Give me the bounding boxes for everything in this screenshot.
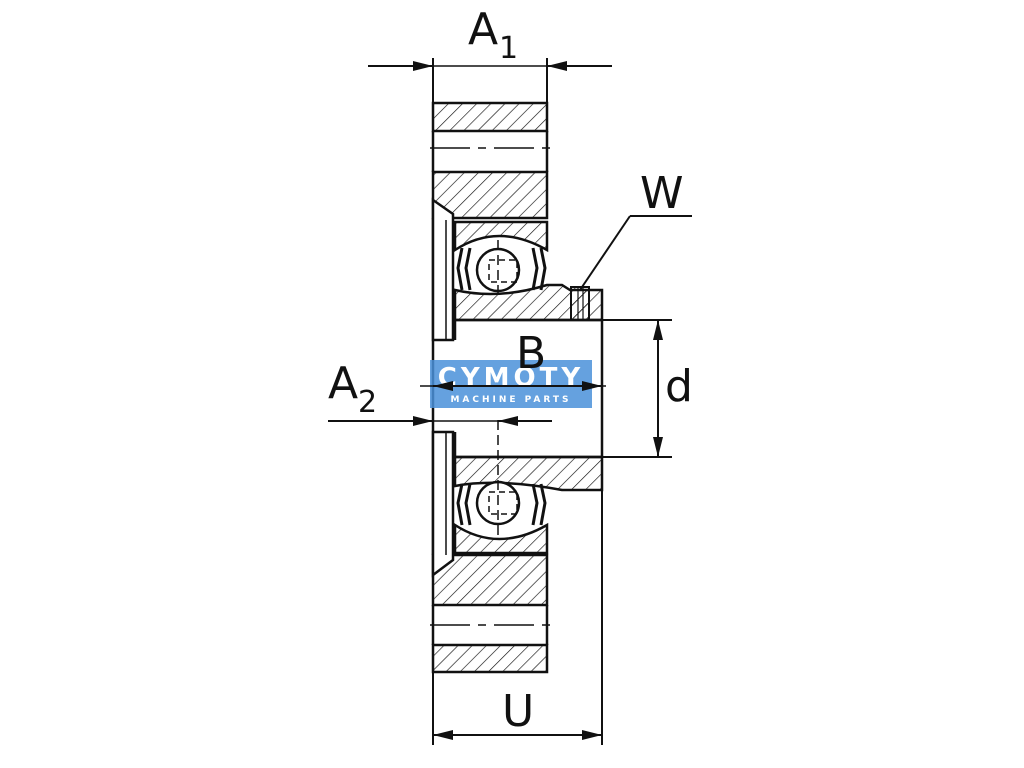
label-d: d bbox=[665, 361, 693, 412]
housing-upper-body bbox=[431, 170, 549, 220]
label-a1-sub: 1 bbox=[499, 31, 518, 66]
dimension-w bbox=[579, 215, 692, 291]
set-screw bbox=[570, 286, 590, 321]
outer-ring-top bbox=[453, 220, 549, 253]
bolt-hole-centerlines bbox=[430, 147, 550, 626]
label-w: W bbox=[640, 168, 684, 219]
housing-lower-body bbox=[431, 553, 549, 607]
inner-ring-top bbox=[453, 283, 604, 322]
watermark: CYMOTY MACHINE PARTS bbox=[430, 360, 592, 408]
housing-bottom-flange bbox=[431, 643, 549, 674]
label-u: U bbox=[502, 686, 534, 737]
label-b: B bbox=[516, 328, 546, 379]
inner-ring-bottom bbox=[453, 455, 604, 492]
watermark-tagline: MACHINE PARTS bbox=[450, 395, 571, 405]
outer-ring-bottom bbox=[453, 522, 549, 555]
outer-ring bbox=[453, 220, 549, 555]
label-a2-sub: 2 bbox=[358, 385, 377, 420]
dimension-a1 bbox=[368, 58, 612, 103]
housing bbox=[431, 101, 549, 674]
bore bbox=[453, 318, 604, 459]
watermark-brand: CYMOTY bbox=[438, 363, 584, 393]
label-a1: A bbox=[468, 4, 498, 55]
housing-top-flange bbox=[431, 101, 549, 133]
dimension-d bbox=[602, 319, 672, 458]
dimension-u bbox=[432, 490, 603, 745]
seals bbox=[456, 247, 547, 526]
label-a2: A bbox=[328, 358, 358, 409]
bolt-hole-edges bbox=[431, 131, 549, 645]
